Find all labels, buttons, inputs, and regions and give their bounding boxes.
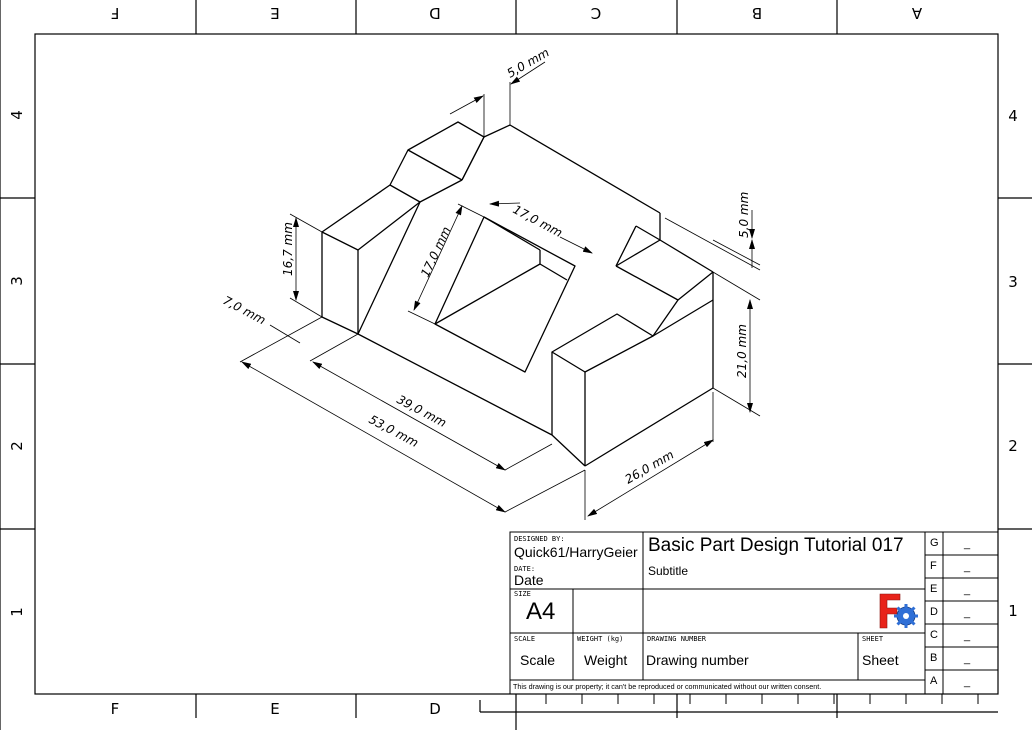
dim-7: 7,0 mm	[221, 293, 268, 327]
revision-letter: B	[930, 652, 938, 664]
revision-letter: A	[930, 675, 938, 687]
revision-letter: D	[930, 606, 938, 618]
dimension-labels: 5,0 mm 17,0 mm 5,0 mm 16,7 mm 17,0 mm 7,…	[221, 45, 751, 486]
zone-right-3: 3	[1008, 273, 1018, 291]
zone-right-4: 4	[1008, 107, 1018, 125]
zone-left-3: 3	[8, 276, 26, 286]
weight-label: WEIGHT (kg)	[577, 635, 624, 643]
designed-by-label: DESIGNED BY:	[514, 535, 565, 543]
dim-16-7: 16,7 mm	[281, 222, 295, 276]
freecad-logo-icon	[879, 593, 918, 629]
revision-value: _	[964, 676, 971, 688]
title-block-grid	[509, 531, 999, 704]
dimension-lines	[239, 61, 761, 520]
weight-value: Weight	[584, 652, 628, 668]
disclaimer: This drawing is our property; it can't b…	[513, 682, 822, 691]
scale-label: SCALE	[514, 635, 536, 643]
dim-21: 21,0 mm	[735, 324, 749, 378]
size-label: SIZE	[514, 590, 531, 598]
revision-value: _	[964, 561, 971, 573]
drawing-number-value: Drawing number	[646, 652, 749, 668]
drawing-number-label: DRAWING NUMBER	[647, 635, 707, 643]
dim-39: 39,0 mm	[395, 392, 449, 430]
zone-left-2: 2	[8, 441, 26, 451]
size-value: A4	[526, 598, 556, 625]
zone-bottom-d: D	[429, 700, 441, 718]
revision-value: _	[964, 607, 971, 619]
zone-top-a: A	[911, 4, 922, 22]
zone-labels: F E D C B A F E D 4 3 2 1 4 3 2 1	[8, 4, 1018, 718]
zone-left-1: 1	[8, 607, 26, 617]
dim-5-top: 5,0 mm	[505, 45, 552, 80]
drawing-subtitle: Subtitle	[648, 564, 689, 578]
zone-bottom-f: F	[111, 700, 120, 718]
zone-top-d: D	[429, 4, 441, 22]
zone-left-4: 4	[8, 110, 26, 120]
scale-value: Scale	[520, 652, 556, 668]
revision-letter: C	[930, 629, 938, 641]
revision-value: _	[964, 630, 971, 642]
zone-top-c: C	[591, 4, 601, 22]
zone-top-e: E	[270, 4, 279, 22]
dim-17-left: 17,0 mm	[418, 224, 453, 279]
revision-value: _	[964, 538, 971, 550]
revision-value: _	[964, 584, 971, 596]
date-value: Date	[514, 572, 544, 588]
sheet-label: SHEET	[862, 635, 884, 643]
date-label: DATE:	[514, 565, 536, 573]
revision-letter: G	[930, 537, 939, 549]
zone-top-b: B	[752, 4, 762, 22]
zone-right-2: 2	[1008, 437, 1018, 455]
zone-right-1: 1	[1008, 602, 1018, 620]
isometric-part	[321, 121, 714, 467]
sheet-value: Sheet	[862, 652, 899, 668]
zone-top-f: F	[111, 4, 120, 22]
designed-by-value: Quick61/HarryGeier	[514, 544, 638, 560]
zone-bottom-e: E	[270, 700, 279, 718]
dim-17-top: 17,0 mm	[511, 202, 565, 240]
dim-5-right: 5,0 mm	[737, 192, 751, 238]
revision-letter: F	[930, 560, 937, 572]
drawing-title: Basic Part Design Tutorial 017	[648, 535, 904, 556]
revision-value: _	[964, 653, 971, 665]
revision-letter: E	[930, 583, 938, 595]
